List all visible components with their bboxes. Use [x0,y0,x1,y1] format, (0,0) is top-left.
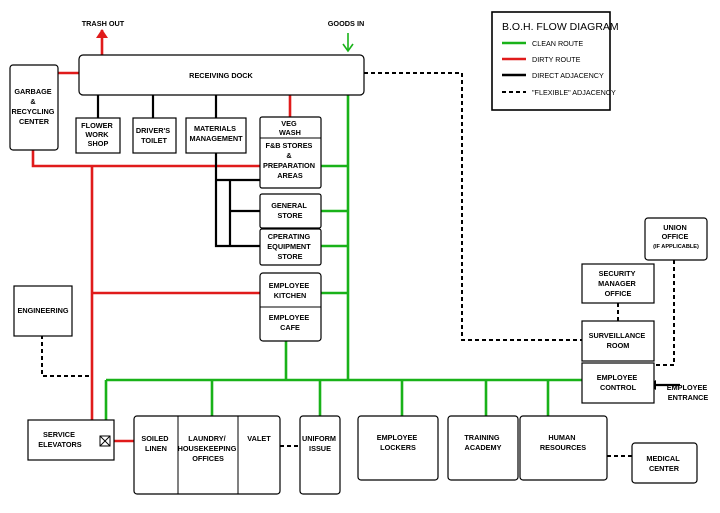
flex-union-control [654,260,675,366]
engineering-label: ENGINEERING [17,306,68,315]
employee-entrance-label: EMPLOYEE ENTRANCE [667,383,710,402]
union-office-label: UNION OFFICE (IF APPLICABLE) [653,223,699,250]
uniform-issue-box [299,415,341,495]
receiving-dock-label: RECEIVING DOCK [189,71,253,80]
human-resources-box [519,415,608,481]
employee-kitchen-label: EMPLOYEE KITCHEN [269,281,312,300]
drivers-toilet-label: DRIVER'S TOILET [136,126,172,145]
general-store-label: GENERAL STORE [271,201,309,220]
trash-out-arrowhead [96,29,108,38]
adj-materials-vertical [214,153,260,248]
materials-management-label: MATERIALS MANAGEMENT [189,124,243,143]
employee-cafe-label: EMPLOYEE CAFE [269,313,312,332]
trash-out-label: TRASH OUT [82,19,125,28]
flex-engineering [41,335,92,377]
dirty-route-garbage-fb [31,150,262,168]
uniform-issue-label: UNIFORM ISSUE [302,434,338,453]
laundry-group-box [133,415,281,495]
security-manager-box [581,263,655,304]
surveillance-room-box [581,320,655,362]
direct-adjacencies [96,95,680,387]
employee-control-label: EMPLOYEE CONTROL [597,373,640,392]
legend-label-direct: DIRECT ADJACENCY [532,71,604,80]
goods-in-arrowhead [342,43,354,53]
engineering-box [13,285,73,337]
elevator-icon-cross-b [99,435,111,447]
legend-label-clean: CLEAN ROUTE [532,39,583,48]
surveillance-room-label: SURVEILLANCE ROOM [589,331,648,350]
employee-lockers-box [357,415,439,481]
training-academy-label: TRAINING ACADEMY [464,433,501,452]
veg-wash-label: VEG WASH [279,119,301,137]
garbage-label: GARBAGE & RECYCLING CENTER [11,87,56,126]
soiled-linen-label: SOILED LINEN [141,434,170,453]
flexible-adjacencies [41,72,675,457]
receiving-dock-box [78,54,365,96]
fb-stores-label: F&B STORES & PREPARATION AREAS [263,141,317,180]
laundry-label: LAUNDRY/ HOUSEKEEPING OFFICES [178,434,239,463]
drivers-toilet-box [132,117,177,154]
legend-label-dirty: DIRTY ROUTE [532,55,581,64]
legend-label-flexible: "FLEXIBLE" ADJACENCY [532,88,616,97]
operating-equipment-box [259,228,322,266]
materials-management-box [185,117,247,154]
room-labels: RECEIVING DOCK GARBAGE & RECYCLING CENTE… [11,71,699,473]
security-manager-label: SECURITY MANAGER OFFICE [598,269,638,298]
rooms [9,54,708,495]
goods-in-label: GOODS IN [328,19,365,28]
legend: B.O.H. FLOW DIAGRAM CLEAN ROUTE DIRTY RO… [491,11,619,111]
medical-center-box [631,442,698,484]
dirty-routes [31,30,292,443]
flex-dock-surveillance [364,72,582,341]
service-elevators-label: SERVICE ELEVATORS [38,430,82,449]
valet-label: VALET [247,434,271,443]
legend-title: B.O.H. FLOW DIAGRAM [502,21,619,33]
training-academy-box [447,415,519,481]
employee-lockers-label: EMPLOYEE LOCKERS [377,433,420,452]
human-resources-label: HUMAN RESOURCES [540,433,586,452]
general-store-box [259,193,322,229]
medical-center-label: MEDICAL CENTER [646,454,681,473]
garbage-box [9,64,59,151]
veg-fb-box [259,116,322,189]
flower-workshop-label: FLOWER WORK SHOP [81,121,115,148]
clean-routes [104,95,582,420]
employee-control-box [581,362,655,404]
legend-box [491,11,611,111]
union-office-box [644,217,708,261]
flower-workshop-box [75,117,121,154]
operating-equipment-label: CPERATING EQUIPMENT STORE [267,232,312,261]
